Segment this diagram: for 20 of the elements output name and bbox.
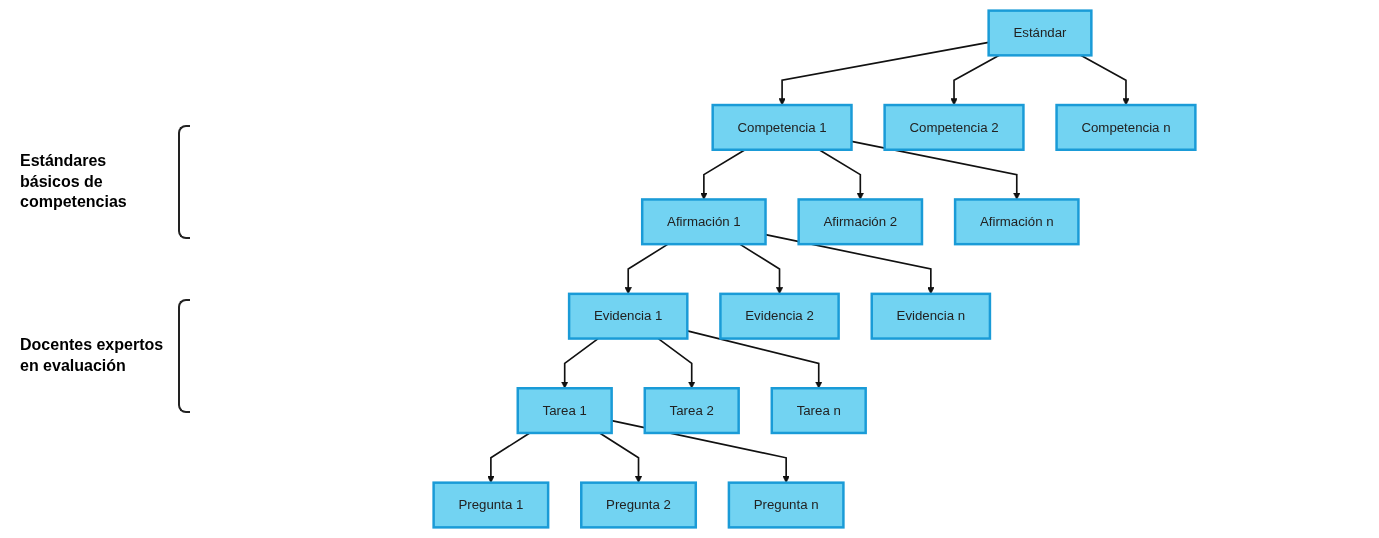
group-label: Docentes expertos en evaluación (20, 335, 165, 376)
node-box: Evidencia n (870, 292, 992, 340)
group-label: Estándares básicos de competencias (20, 150, 128, 213)
arrow (598, 432, 643, 483)
node-box: Competencia 2 (883, 103, 1025, 151)
node-box: Pregunta 2 (580, 481, 697, 529)
node-box: Competencia n (1055, 103, 1197, 151)
node-box: Afirmación 1 (640, 198, 767, 246)
node-box: Evidencia 2 (719, 292, 840, 340)
node-box: Evidencia 1 (567, 292, 689, 340)
node-box: Afirmación n (953, 198, 1080, 246)
node-box: Tarea 2 (643, 387, 740, 435)
node-box: Tarea 1 (516, 387, 613, 435)
arrow (487, 432, 531, 483)
node-box: Tarea n (770, 387, 867, 435)
node-box: Pregunta 1 (432, 481, 550, 529)
node-box: Competencia 1 (711, 103, 853, 151)
node-box: Estándar (987, 9, 1093, 57)
node-box: Pregunta n (727, 481, 845, 529)
node-box: Afirmación 2 (797, 198, 924, 246)
